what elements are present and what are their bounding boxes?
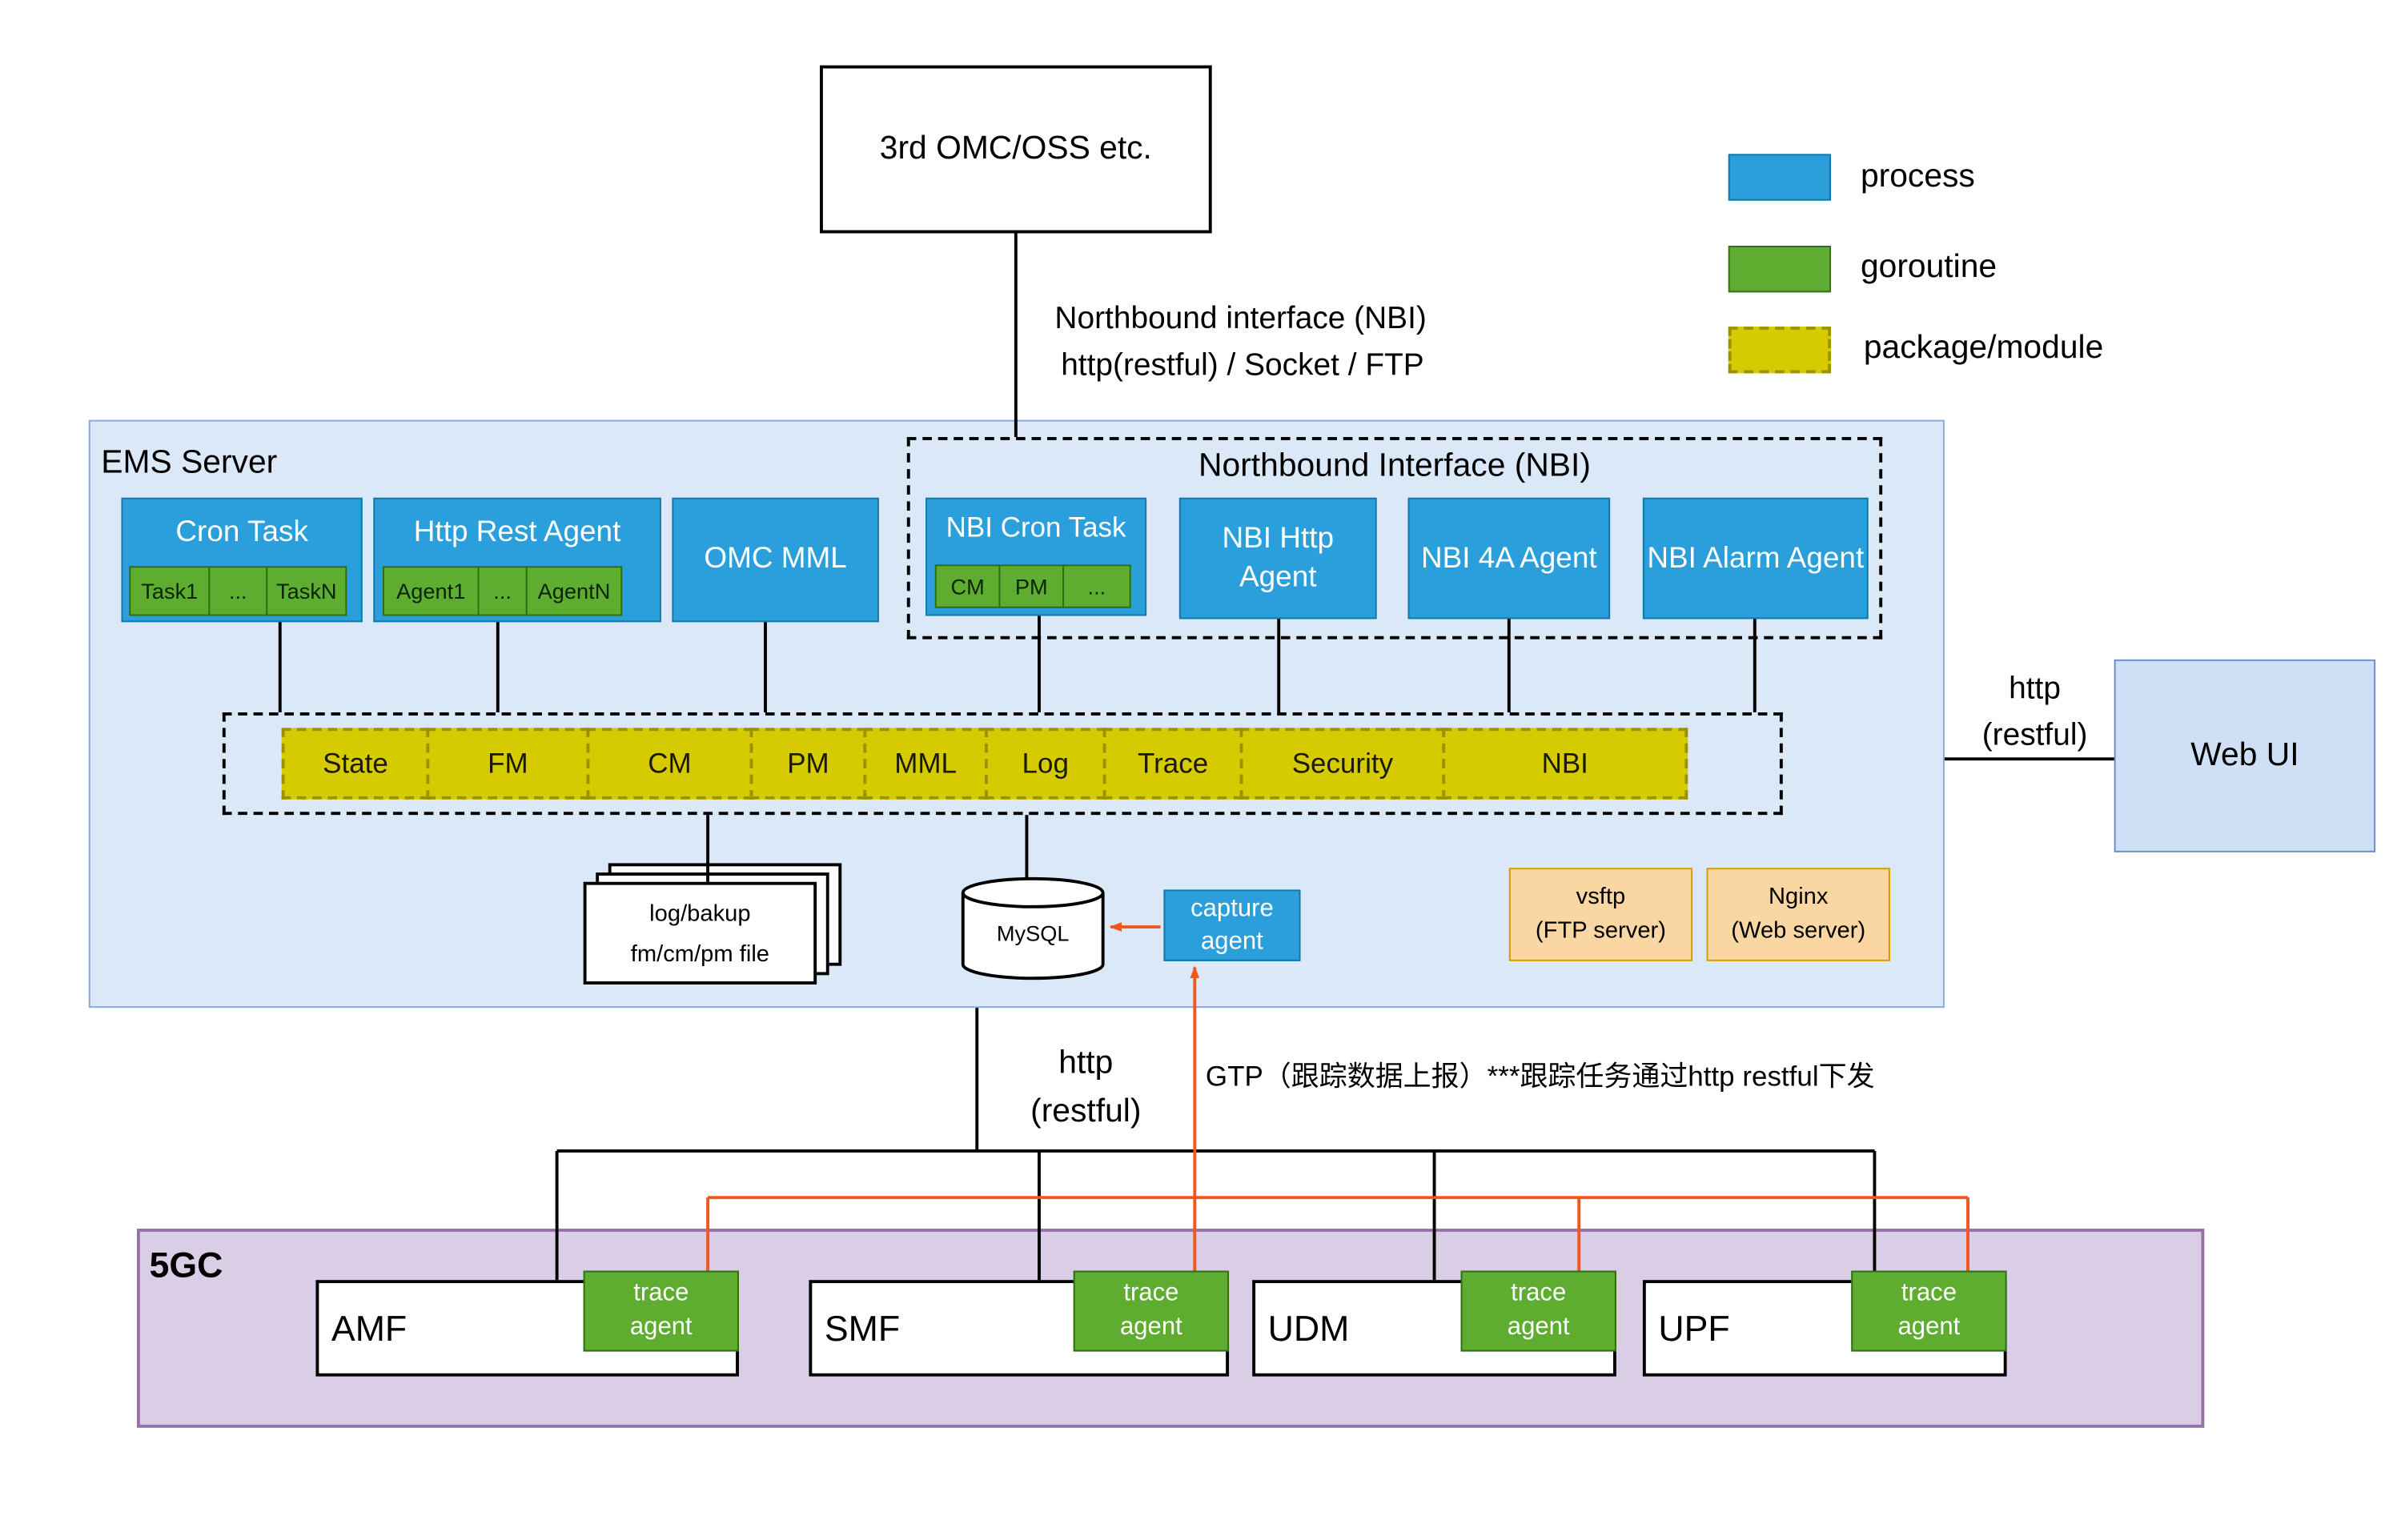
legend-process-label: process (1860, 158, 1975, 195)
south-link-line1: http (1058, 1045, 1114, 1081)
module-state: State (281, 728, 430, 800)
module-pm: PM (749, 728, 867, 800)
fivegc-title: 5GC (149, 1244, 223, 1285)
nf-amf-label: AMF (331, 1307, 408, 1348)
module-trace: Trace (1102, 728, 1243, 800)
module-nbi: NBI (1442, 728, 1688, 800)
nbi-group (906, 437, 1883, 640)
nf-udm-label: UDM (1267, 1307, 1350, 1348)
module-security: Security (1239, 728, 1446, 800)
omc-oss-box: 3rd OMC/OSS etc. (820, 65, 1212, 234)
module-fm: FM (426, 728, 590, 800)
goroutine-agent1: Agent1 (383, 566, 480, 616)
ems-server-title: EMS Server (101, 444, 278, 481)
omc-oss-label: 3rd OMC/OSS etc. (879, 130, 1152, 166)
http-rest-agent-goroutines: Agent1 ... AgentN (383, 566, 623, 616)
south-link-line2: (restful) (1030, 1093, 1142, 1129)
nbi-link-label: Northbound interface (NBI) http(restful)… (1054, 295, 1552, 389)
database-cylinder-icon (961, 876, 1105, 981)
goroutine-cm: CM (934, 564, 1001, 608)
mysql-label: MySQL (996, 920, 1070, 946)
mysql-database: MySQL (958, 874, 1108, 983)
nbi-http-agent-process: NBI Http Agent (1178, 497, 1377, 620)
nbi-link-label-line1: Northbound interface (NBI) (1054, 301, 1427, 336)
nf-upf-label: UPF (1658, 1307, 1730, 1348)
goroutine-agent-ellipsis: ... (477, 566, 528, 616)
web-ui-box: Web UI (2114, 659, 2376, 852)
module-cm: CM (586, 728, 753, 800)
file-stack-line1: log/bakup (649, 900, 751, 928)
nbi-4a-agent-process: NBI 4A Agent (1407, 497, 1611, 620)
nf-smf-label: SMF (824, 1307, 901, 1348)
goroutine-taskn: TaskN (266, 566, 347, 616)
goroutine-pm: PM (998, 564, 1065, 608)
nbi-4a-agent-title: NBI 4A Agent (1420, 542, 1597, 575)
file-stack: log/bakup fm/cm/pm file (583, 881, 817, 985)
module-log: Log (984, 728, 1106, 800)
legend-process-swatch (1728, 154, 1832, 201)
nginx-label: Nginx(Web server) (1731, 883, 1866, 944)
module-group (222, 712, 1783, 816)
nbi-http-agent-title: NBI Http Agent (1222, 522, 1335, 595)
south-link-label: http (restful) (1008, 1039, 1163, 1135)
cron-task-title: Cron Task (175, 516, 308, 549)
omc-mml-title: OMC MML (704, 543, 847, 575)
nbi-cron-task-title: NBI Cron Task (946, 511, 1126, 543)
nbi-alarm-agent-title: NBI Alarm Agent (1647, 542, 1865, 575)
module-mml: MML (863, 728, 988, 800)
vsftp-label: vsftp(FTP server) (1535, 883, 1666, 944)
file-stack-line2: fm/cm/pm file (630, 940, 770, 968)
legend-package-label: package/module (1863, 329, 2104, 366)
nbi-group-title: Northbound Interface (NBI) (1198, 447, 1591, 484)
nbi-link-label-line2: http(restful) / Socket / FTP (1061, 348, 1424, 383)
webui-link-line2: (restful) (1981, 718, 2088, 753)
legend-package-swatch (1728, 327, 1832, 374)
web-ui-label: Web UI (2190, 737, 2299, 773)
nbi-alarm-agent-process: NBI Alarm Agent (1642, 497, 1869, 620)
module-bar: State FM CM PM MML Log Trace Security NB… (281, 728, 1688, 800)
goroutine-nbi-ellipsis: ... (1062, 564, 1131, 608)
legend-goroutine-swatch (1728, 246, 1832, 293)
webui-link-label: http (restful) (1957, 666, 2112, 760)
nbi-cron-task-goroutines: CM PM ... (934, 564, 1131, 608)
vsftp-server-box: vsftp(FTP server) (1508, 868, 1693, 961)
cron-task-goroutines: Task1 ... TaskN (129, 566, 347, 616)
nginx-server-box: Nginx(Web server) (1706, 868, 1890, 961)
goroutine-task1: Task1 (129, 566, 211, 616)
legend-goroutine-label: goroutine (1860, 248, 1997, 285)
omc-mml-process: OMC MML (672, 497, 879, 623)
goroutine-agentn: AgentN (525, 566, 623, 616)
webui-link-line1: http (2009, 672, 2061, 707)
http-rest-agent-title: Http Rest Agent (413, 516, 621, 549)
gtp-annotation: GTP（跟踪数据上报）***跟踪任务通过http restful下发 (1205, 1061, 1875, 1093)
goroutine-task-ellipsis: ... (208, 566, 268, 616)
